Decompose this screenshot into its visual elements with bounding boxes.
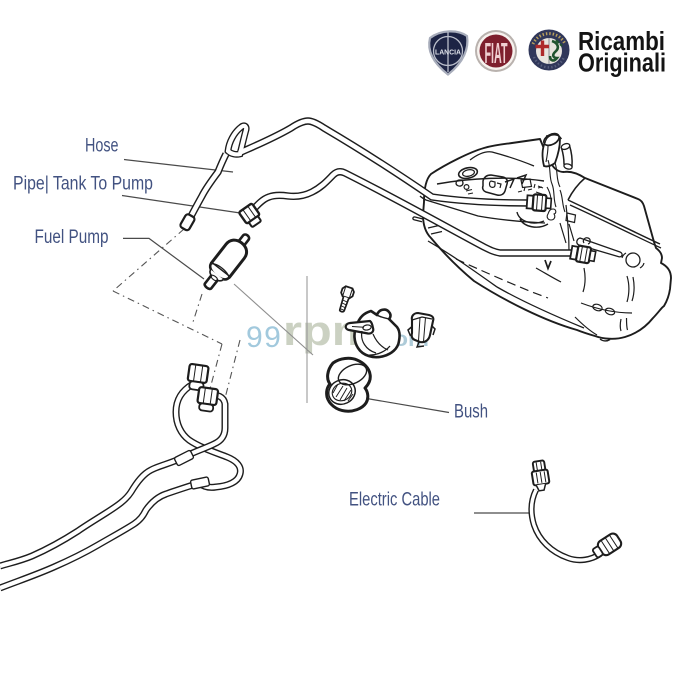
svg-text:Electric Cable: Electric Cable [349,489,440,511]
svg-text:Pipe| Tank To Pump: Pipe| Tank To Pump [13,172,153,194]
svg-text:99: 99 [246,321,282,354]
svg-text:FIAT: FIAT [485,38,508,70]
svg-text:Bush: Bush [454,400,488,422]
svg-text:LANCIA: LANCIA [435,50,461,57]
svg-text:Hose: Hose [85,134,119,156]
svg-text:Originali: Originali [578,50,666,78]
svg-text:Fuel Pump: Fuel Pump [35,226,109,248]
svg-text:Ricambi: Ricambi [578,28,665,56]
